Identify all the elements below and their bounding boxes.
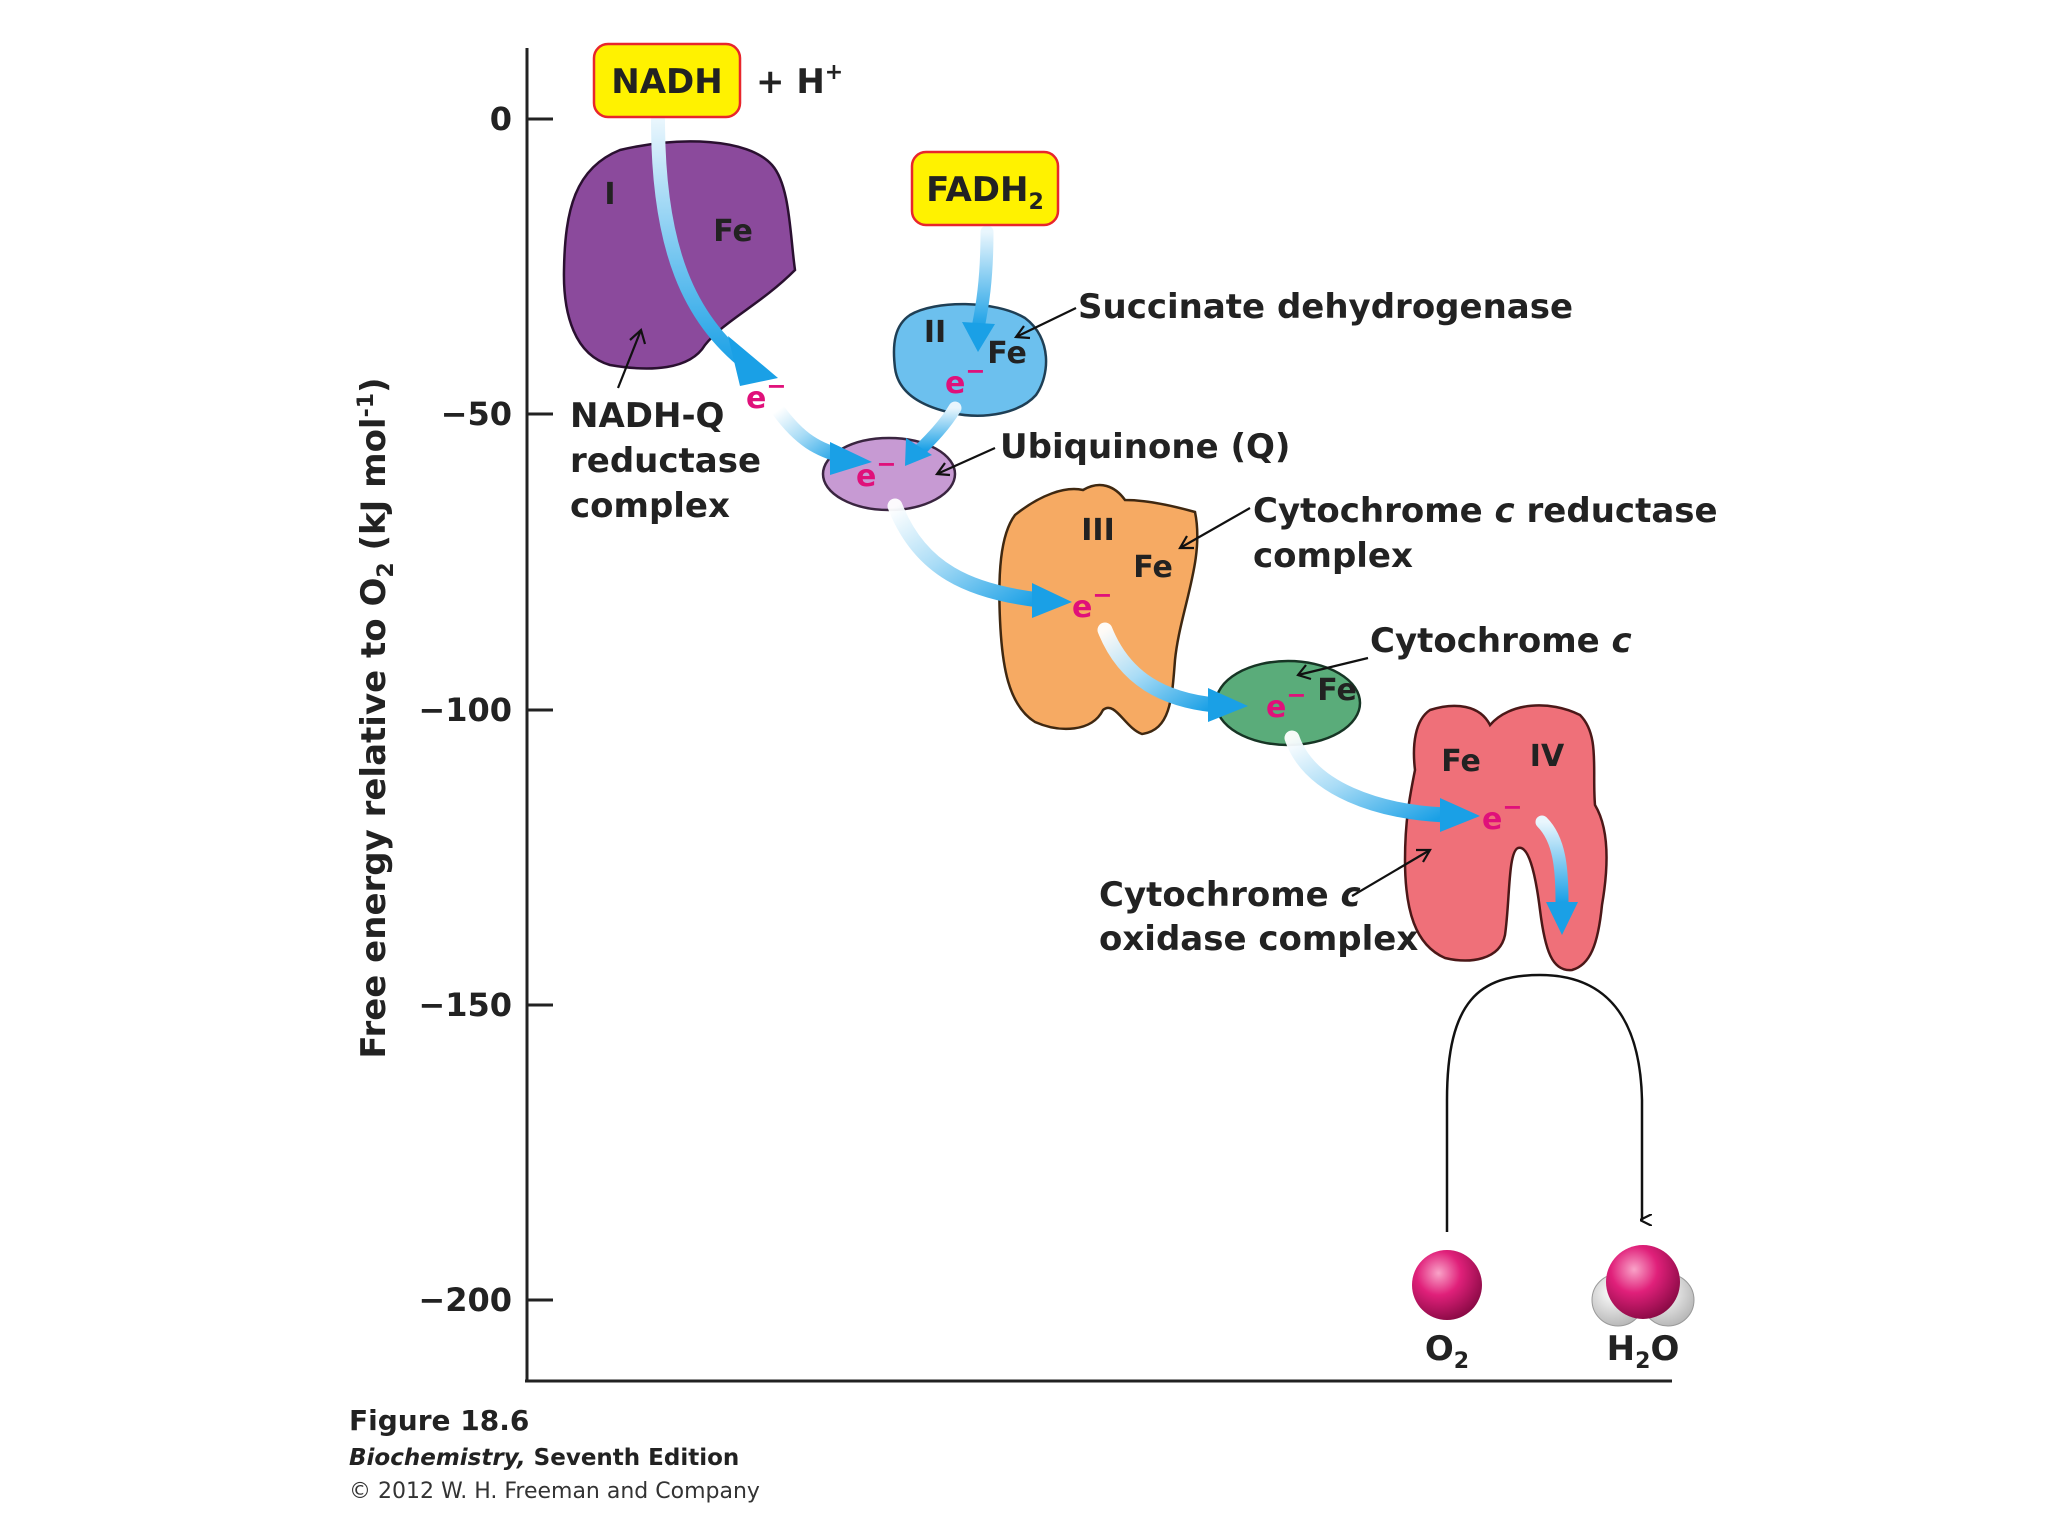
y-axis-title: Free energy relative to O2 (kJ mol-1)	[354, 377, 399, 1058]
arrowhead	[1208, 688, 1248, 722]
electron-symbol: e−	[1266, 681, 1306, 725]
complex-iii-label: complex	[1253, 536, 1413, 576]
electron-symbol: e−	[1482, 793, 1522, 837]
oxygen-molecule-icon	[1412, 1250, 1482, 1320]
leader-arrowhead	[629, 327, 647, 345]
leader-arrowhead	[1013, 325, 1031, 340]
y-tick-label: −150	[418, 986, 512, 1024]
y-tick-label: −50	[441, 395, 512, 433]
ubiquinone-label: Ubiquinone (Q)	[1000, 427, 1290, 467]
complex-ii-label: Succinate dehydrogenase	[1078, 287, 1573, 327]
complex-iv-label: Cytochrome c	[1099, 875, 1361, 915]
complex-iii-shape	[998, 483, 1199, 736]
y-axis: 0 −50 −100 −150 −200 Free energy relativ…	[354, 48, 1672, 1383]
figure-copyright: © 2012 W. H. Freeman and Company	[349, 1479, 760, 1504]
complex-ii-iron-label: Fe	[987, 336, 1027, 371]
nadh-label: NADH	[611, 62, 722, 102]
leader-arrowhead	[1416, 848, 1432, 863]
oxygen-reduction-arc	[1445, 973, 1642, 1232]
complex-ii-numeral: II	[924, 315, 946, 350]
leader-line	[1015, 307, 1077, 338]
electron-symbol: e−	[945, 357, 985, 401]
water-label: H2O	[1607, 1329, 1680, 1374]
fadh2-box	[910, 150, 1060, 227]
complex-iii-label: Cytochrome c reductase	[1253, 491, 1718, 531]
flow-arrow-complex-iv-down	[1535, 815, 1569, 909]
nadh-box	[592, 42, 742, 119]
leader-line	[1297, 656, 1369, 677]
complex-i-label: NADH-Q	[570, 396, 724, 436]
flow-arrow-nadh-to-complex-i	[651, 113, 755, 372]
figure-source: Biochemistry, Seventh Edition	[349, 1445, 739, 1471]
complex-iv-numeral: IV	[1530, 739, 1565, 774]
flow-arrow-fadh2-to-complex-ii	[971, 225, 994, 335]
flow-arrow-cyt-c-to-complex-iv	[1284, 730, 1453, 823]
y-tick-label: −200	[418, 1281, 512, 1319]
leader-line	[1351, 849, 1431, 897]
cytochrome-c-label: Cytochrome c	[1370, 621, 1632, 661]
cytochrome-c-iron-label: Fe	[1317, 673, 1357, 708]
leader-line	[616, 329, 643, 389]
arrowhead	[962, 322, 995, 352]
leader-arrowhead	[1296, 664, 1312, 681]
complex-iv-shape	[1403, 704, 1608, 972]
arrowhead	[1546, 902, 1578, 935]
nadh-proton-label: + H+	[756, 60, 843, 102]
electron-symbol: e−	[856, 450, 896, 494]
complex-i-numeral: I	[604, 177, 615, 212]
y-axis-ticks	[527, 117, 553, 1302]
arrowhead	[830, 442, 872, 475]
callout-leaders	[616, 307, 1432, 897]
complex-i-iron-label: Fe	[713, 214, 753, 249]
figure-number: Figure 18.6	[349, 1404, 529, 1437]
complex-iii-numeral: III	[1081, 513, 1115, 548]
y-tick-label: −100	[418, 691, 512, 729]
complex-iii-iron-label: Fe	[1133, 550, 1173, 585]
complex-iv-iron-label: Fe	[1441, 744, 1481, 779]
arrowhead	[728, 336, 778, 386]
complex-i-label: complex	[570, 486, 730, 526]
arrowhead	[1440, 798, 1480, 832]
fadh2-label: FADH2	[926, 170, 1044, 215]
leader-arrowhead	[934, 462, 951, 477]
complex-i-label: reductase	[570, 441, 761, 481]
flow-arrow-complex-ii-to-q	[913, 401, 962, 457]
arrowhead	[905, 438, 932, 466]
electron-symbol: e−	[1072, 581, 1112, 625]
water-molecule-icon	[1591, 1245, 1695, 1327]
flow-arrow-q-to-complex-iii	[887, 498, 1048, 608]
leader-arrowhead	[1178, 535, 1194, 550]
flow-arrow-complex-iii-to-cyt-c	[1097, 622, 1223, 713]
leader-line	[1179, 507, 1251, 549]
electron-flow-arrows	[651, 113, 1578, 935]
oxygen-label: O2	[1425, 1329, 1469, 1374]
complex-iv-label: oxidase complex	[1099, 919, 1418, 959]
electron-symbol: e−	[746, 372, 786, 416]
leader-line	[936, 446, 996, 476]
y-tick-label: 0	[490, 100, 512, 138]
arrowhead	[1032, 583, 1072, 618]
complex-ii-shape	[892, 302, 1048, 417]
